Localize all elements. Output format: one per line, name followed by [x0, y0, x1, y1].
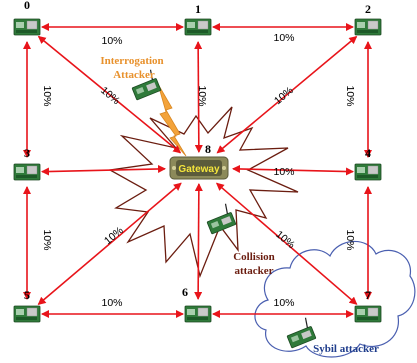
link-weight-label: 10% — [272, 84, 296, 107]
link-weight-label: 10% — [273, 297, 294, 309]
link-8-7 — [215, 182, 358, 305]
sensor-node-4-icon — [354, 163, 382, 181]
sensor-node-5-icon — [13, 305, 41, 323]
link-weight-label: 10% — [196, 85, 208, 106]
link-weight-label: 10% — [273, 228, 297, 251]
link-weight-label: 10% — [344, 85, 356, 106]
gateway-label: Gateway — [178, 164, 220, 175]
link-weight-label: 10% — [344, 229, 356, 250]
link-weight-label: 10% — [98, 84, 122, 107]
sensor-node-7-icon — [354, 305, 382, 323]
gateway-device-icon: Gateway — [169, 156, 229, 180]
node-number-4: 4 — [365, 146, 371, 160]
collision-attacker-icon — [206, 203, 237, 235]
collision-label-line2: attacker — [234, 265, 273, 277]
sensor-node-1-icon — [184, 18, 212, 36]
link-weight-label: 10% — [101, 297, 122, 309]
interrogation-attacker-icon — [131, 69, 162, 101]
sensor-node-2-icon — [354, 18, 382, 36]
sensor-node-0-icon — [13, 18, 41, 36]
link-weight-label: 10% — [102, 224, 126, 247]
node-number-8: 8 — [205, 142, 211, 156]
collision-label-line1: Collision — [233, 251, 275, 263]
link-2-8 — [216, 35, 358, 154]
sensor-node-6-icon — [184, 305, 212, 323]
sybil-label: Sybil attacker — [313, 343, 379, 355]
link-weight-label: 10% — [101, 35, 122, 47]
node-number-0: 0 — [24, 0, 30, 12]
link-weight-label: 10% — [273, 166, 294, 178]
sybil-attacker-icon — [286, 317, 317, 349]
node-number-3: 3 — [24, 146, 30, 160]
link-weight-label: 10% — [273, 32, 294, 44]
link-unlabeled-8-6 — [194, 182, 203, 301]
interrogation-label-line2: Attacker — [113, 69, 155, 81]
node-number-7: 7 — [365, 288, 371, 302]
link-1-8 — [194, 40, 203, 154]
link-0-8 — [37, 35, 182, 154]
node-number-1: 1 — [195, 2, 201, 16]
node-number-2: 2 — [365, 2, 371, 16]
link-weight-label: 10% — [41, 229, 53, 250]
node-number-6: 6 — [182, 285, 188, 299]
interrogation-label-line1: Interrogation — [100, 55, 163, 67]
link-unlabeled-3-8 — [40, 164, 167, 176]
sensor-node-3-icon — [13, 163, 41, 181]
link-8-4 — [231, 164, 355, 176]
link-5-8 — [37, 182, 182, 305]
link-weight-label: 10% — [41, 85, 53, 106]
node-number-5: 5 — [24, 288, 30, 302]
